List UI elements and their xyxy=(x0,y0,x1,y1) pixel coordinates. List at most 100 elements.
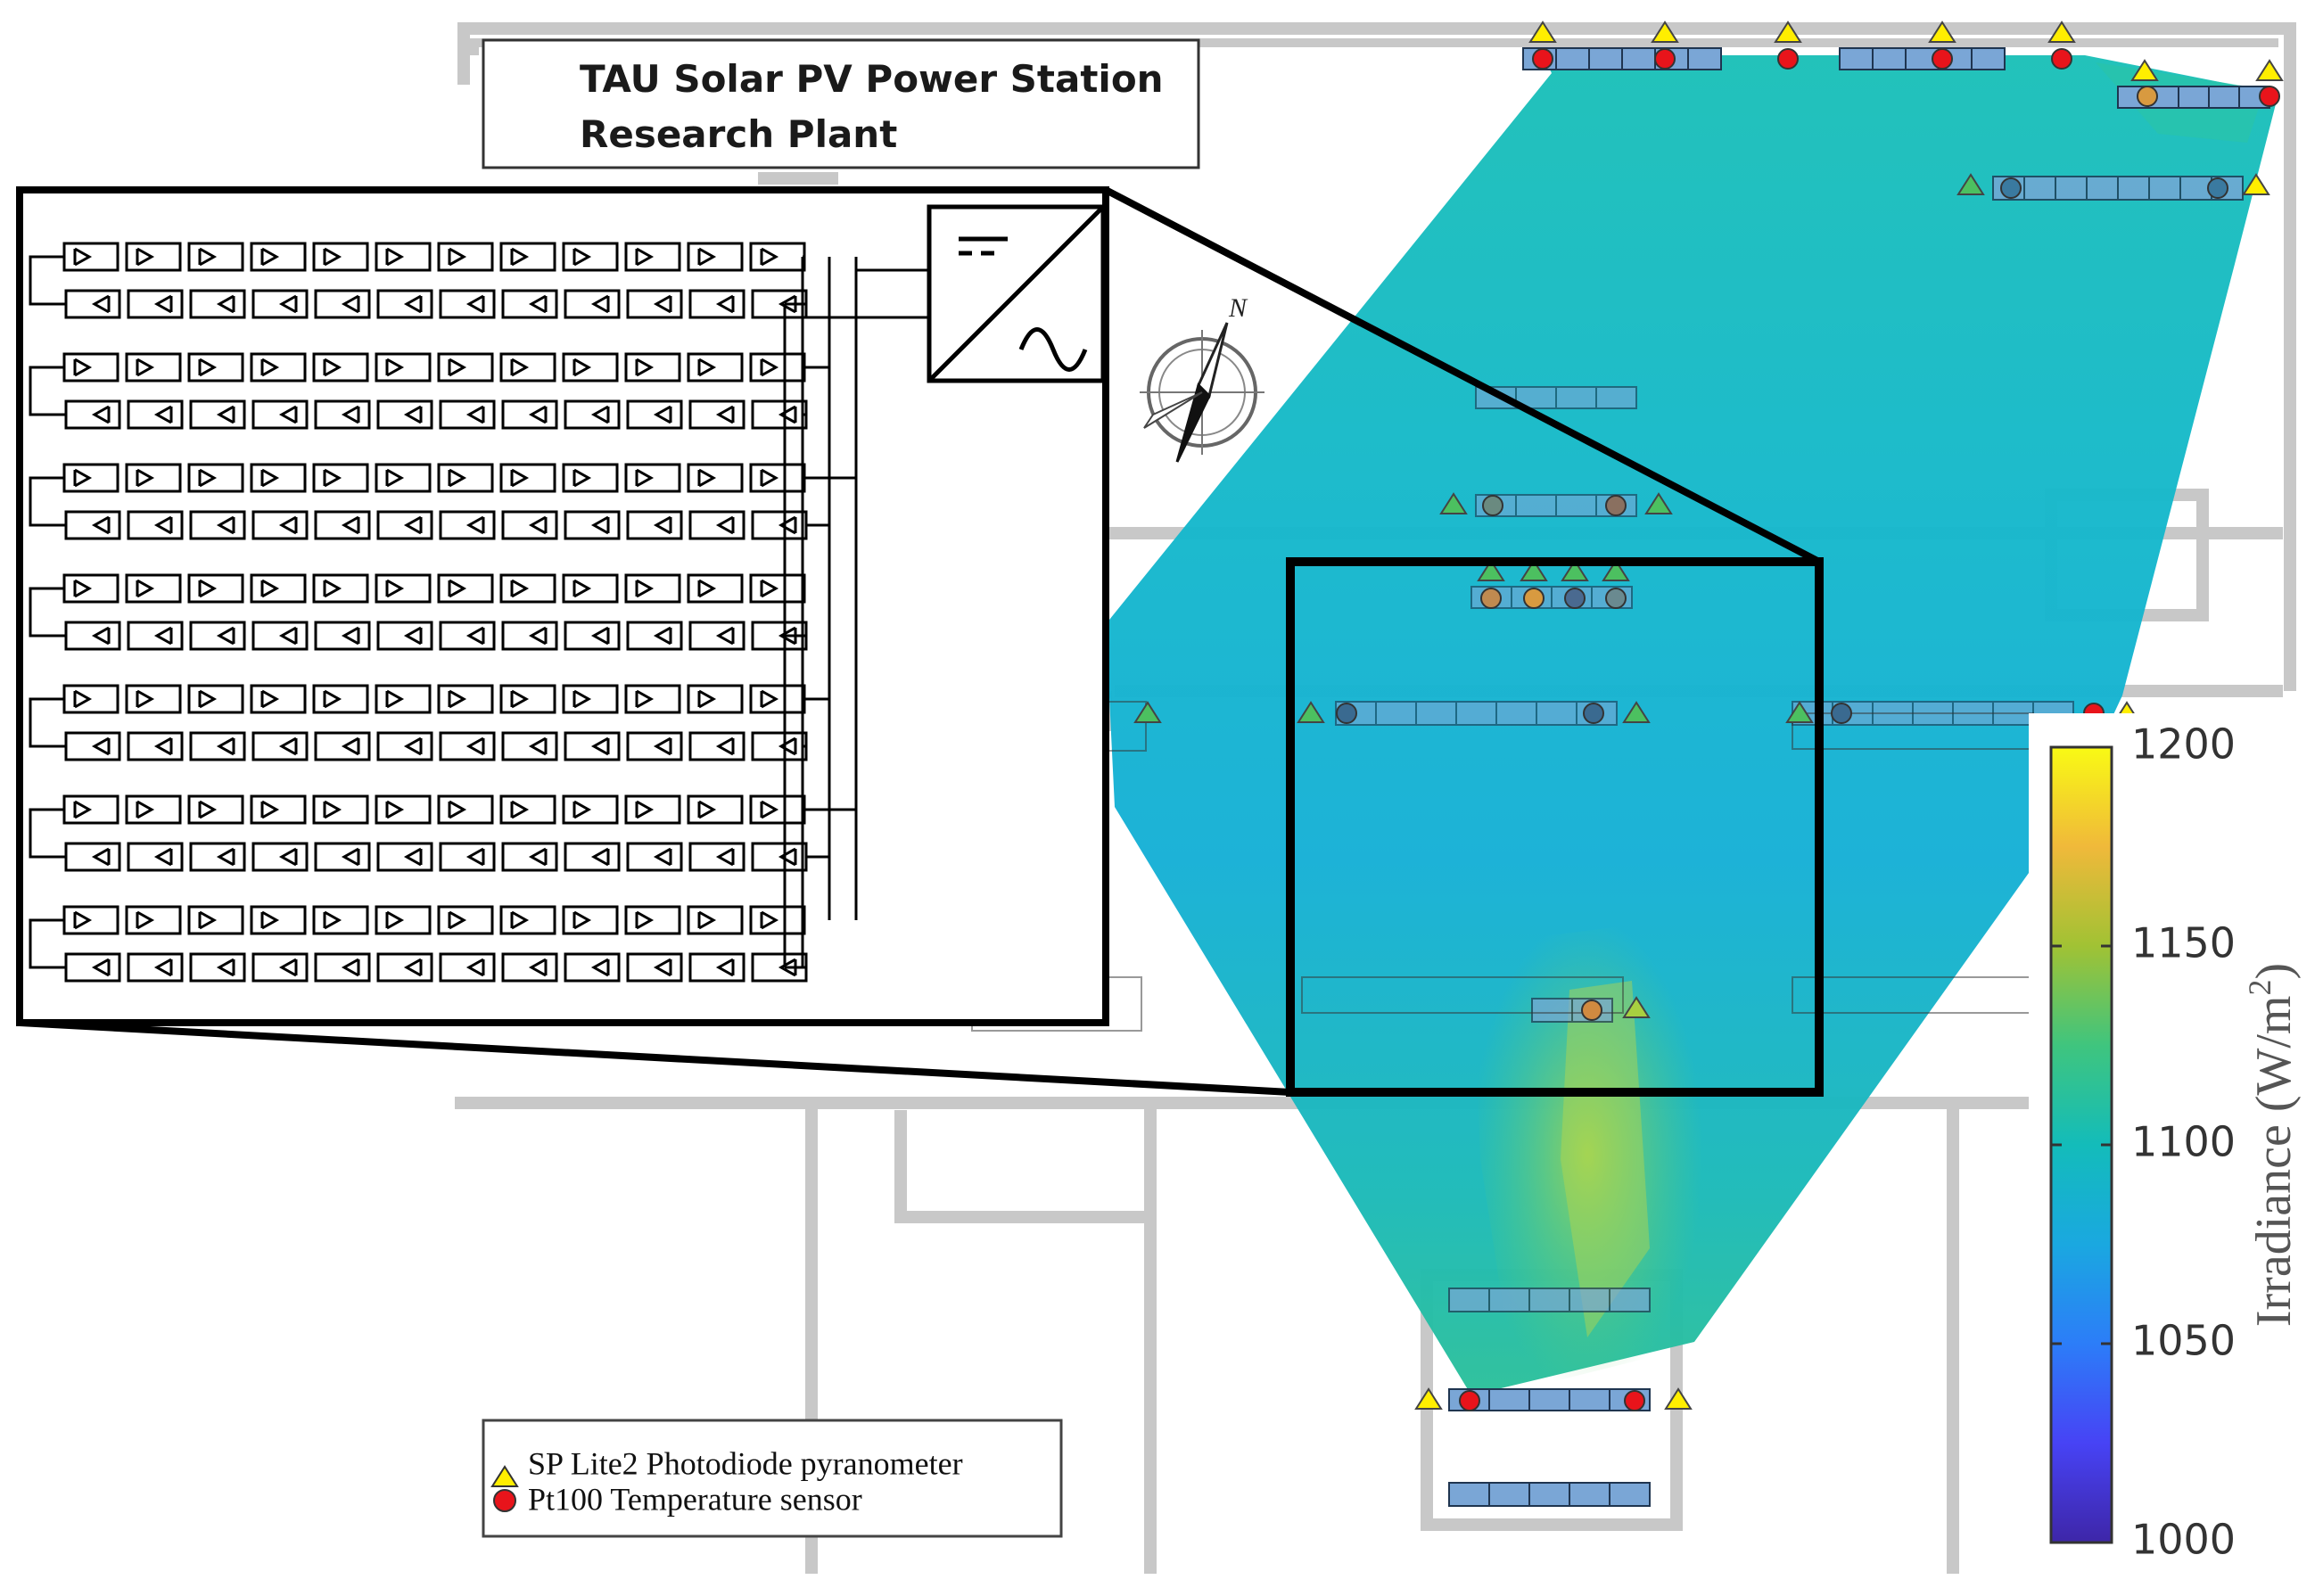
pv-module-symbol xyxy=(251,399,309,430)
pv-module-symbol xyxy=(437,463,494,493)
pv-module-symbol xyxy=(250,905,307,935)
pv-module-symbol xyxy=(562,684,619,714)
pv-module-symbol xyxy=(751,842,808,872)
pv-module-symbol xyxy=(564,289,621,319)
legend-circle-icon xyxy=(493,1489,516,1512)
pv-module-symbol xyxy=(312,794,369,825)
pv-module-symbol xyxy=(624,352,681,383)
pv-module xyxy=(2148,176,2181,201)
temperature-sensor-marker xyxy=(1480,588,1502,609)
pv-module-symbol xyxy=(125,905,182,935)
pv-module-symbol xyxy=(251,731,309,761)
pv-module-symbol xyxy=(62,463,119,493)
pv-module-symbol xyxy=(564,399,621,430)
temperature-sensor-marker xyxy=(2137,86,2158,107)
sensor-markers xyxy=(1133,21,2284,1411)
pv-module-symbol xyxy=(439,621,496,651)
callout-line-bottom xyxy=(19,1019,1291,1096)
pv-module-symbol xyxy=(312,352,369,383)
pv-module-symbol xyxy=(499,905,556,935)
pv-module-symbol xyxy=(439,510,496,540)
pv-module-symbol xyxy=(314,510,371,540)
pv-module-symbol xyxy=(189,289,246,319)
pv-module-symbol xyxy=(499,684,556,714)
pv-module-symbol xyxy=(624,242,681,272)
pyranometer-marker xyxy=(1622,701,1651,723)
pv-module xyxy=(2117,176,2150,201)
pv-module-symbol xyxy=(375,242,432,272)
pv-module-symbol xyxy=(624,463,681,493)
temperature-sensor-marker xyxy=(2051,48,2072,70)
pv-module-symbol xyxy=(562,573,619,604)
pv-module xyxy=(1448,1482,1490,1507)
string-loop-wire xyxy=(29,255,66,306)
irradiance-map xyxy=(1106,55,2278,1395)
pv-module-symbol xyxy=(437,352,494,383)
irradiance-field xyxy=(1106,55,2278,1395)
pv-module-symbol xyxy=(375,463,432,493)
legend-item-temperature: Pt100 Temperature sensor xyxy=(528,1481,862,1517)
pv-module-symbol xyxy=(312,463,369,493)
pv-module-symbol xyxy=(564,731,621,761)
pyranometer-marker xyxy=(2242,173,2270,195)
pv-array-row xyxy=(1448,1287,1651,1312)
temperature-sensor-marker xyxy=(1482,495,1503,516)
pv-module xyxy=(1495,701,1537,726)
pv-module-symbol xyxy=(189,510,246,540)
pv-module-symbol xyxy=(314,621,371,651)
pv-module-symbol xyxy=(64,510,121,540)
pv-module-symbol xyxy=(751,510,808,540)
pv-module xyxy=(2055,176,2088,201)
pv-module-symbol xyxy=(375,794,432,825)
pv-array-row xyxy=(1448,1482,1651,1507)
pv-module-symbol xyxy=(688,842,746,872)
pv-module xyxy=(2023,176,2056,201)
temperature-sensor-marker xyxy=(1605,495,1627,516)
string-loop-wire xyxy=(29,587,66,638)
pv-module-symbol xyxy=(64,399,121,430)
legend: SP Lite2 Photodiode pyranometer Pt100 Te… xyxy=(482,1419,1063,1538)
pv-module xyxy=(1687,47,1722,70)
pv-module-symbol xyxy=(375,573,432,604)
pyranometer-marker xyxy=(1622,996,1651,1018)
pv-module xyxy=(1555,47,1590,70)
pv-module-symbol xyxy=(439,399,496,430)
pv-module xyxy=(1609,1482,1651,1507)
pv-module-symbol xyxy=(749,463,806,493)
temperature-sensor-marker xyxy=(1532,48,1553,70)
pv-module-symbol xyxy=(749,573,806,604)
pv-module-symbol xyxy=(314,842,371,872)
pv-module-symbol xyxy=(314,399,371,430)
pv-module-symbol xyxy=(749,684,806,714)
pv-module-symbol xyxy=(688,289,746,319)
pv-module-symbol xyxy=(250,794,307,825)
pv-module xyxy=(1569,1287,1610,1312)
pv-module-symbol xyxy=(562,463,619,493)
pv-module xyxy=(1528,1388,1570,1411)
pv-module xyxy=(1488,1388,1530,1411)
pyranometer-marker xyxy=(1414,1387,1443,1410)
pv-module-symbol xyxy=(64,731,121,761)
pv-module-symbol xyxy=(688,399,746,430)
pyranometer-marker xyxy=(1664,1387,1693,1410)
pyranometer-marker xyxy=(2255,59,2284,81)
pyranometer-marker xyxy=(1528,21,1557,43)
compass-north-label: N xyxy=(1228,293,1248,323)
pv-module-symbol xyxy=(501,731,558,761)
pv-module-symbol xyxy=(749,905,806,935)
pv-module-symbol xyxy=(187,573,244,604)
pv-module xyxy=(2179,176,2212,201)
pv-module-symbol xyxy=(687,905,744,935)
pv-module-symbol xyxy=(376,510,433,540)
pv-array-row xyxy=(1839,47,2006,70)
pyranometer-marker xyxy=(1956,173,1985,195)
pv-module-symbol xyxy=(626,510,683,540)
irradiance-hot-band xyxy=(1471,918,1703,1391)
pyranometer-marker xyxy=(2047,21,2076,43)
pv-module-symbol xyxy=(189,842,246,872)
pv-module-symbol xyxy=(189,621,246,651)
pv-module-symbol xyxy=(62,794,119,825)
pv-module-symbol xyxy=(250,242,307,272)
